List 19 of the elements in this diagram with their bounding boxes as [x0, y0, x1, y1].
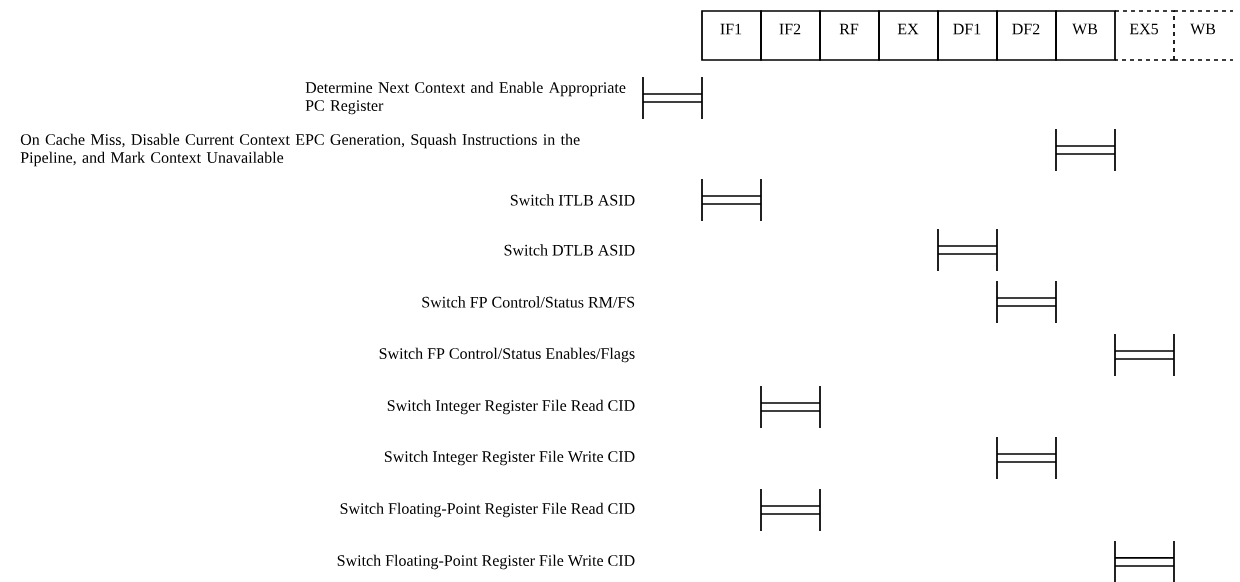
row-label: Determine Next Context and Enable Appropriate PC Register	[305, 81, 626, 115]
row-label: Switch FP Control/Status RM/FS	[422, 296, 635, 308]
row-label: Switch FP Control/Status Enables/Flags	[379, 347, 635, 363]
row-label: Switch DTLB ASID	[504, 244, 635, 256]
table-cell: IF1	[701, 10, 762, 61]
table-cell: WB	[1055, 10, 1116, 61]
table-cell: IF2	[760, 10, 821, 61]
row-label: Switch Floating-Point Register File Write CID	[337, 554, 635, 570]
row-label: Switch ITLB ASID	[510, 194, 635, 206]
table-cell: EX	[878, 10, 939, 61]
table-cell: RF	[819, 10, 880, 61]
row-label: Switch Integer Register File Write CID	[384, 450, 635, 466]
table-cell: DF2	[996, 10, 1057, 61]
row-label: Switch Integer Register File Read CID	[387, 399, 635, 415]
table-cell: DF1	[937, 10, 998, 61]
row-label: Switch Floating-Point Register File Read CID	[340, 502, 635, 518]
row-label: On Cache Miss, Disable Current Context EPC Generation, Squash Instructions in the Pipeline, and Mark Context Unavailable	[20, 133, 580, 167]
table-cell: WB	[1173, 10, 1234, 61]
table-cell: EX5	[1114, 10, 1175, 61]
